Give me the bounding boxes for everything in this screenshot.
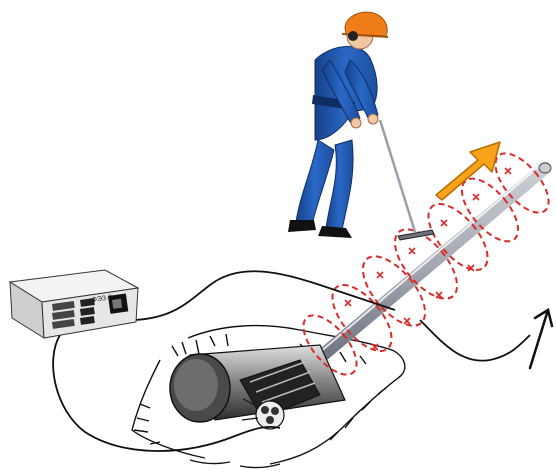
ground-rod <box>530 310 552 368</box>
worker-with-locator <box>288 12 434 240</box>
direction-arrow <box>436 142 500 200</box>
generator-unit: ФЭЗ·0 <box>10 270 138 338</box>
